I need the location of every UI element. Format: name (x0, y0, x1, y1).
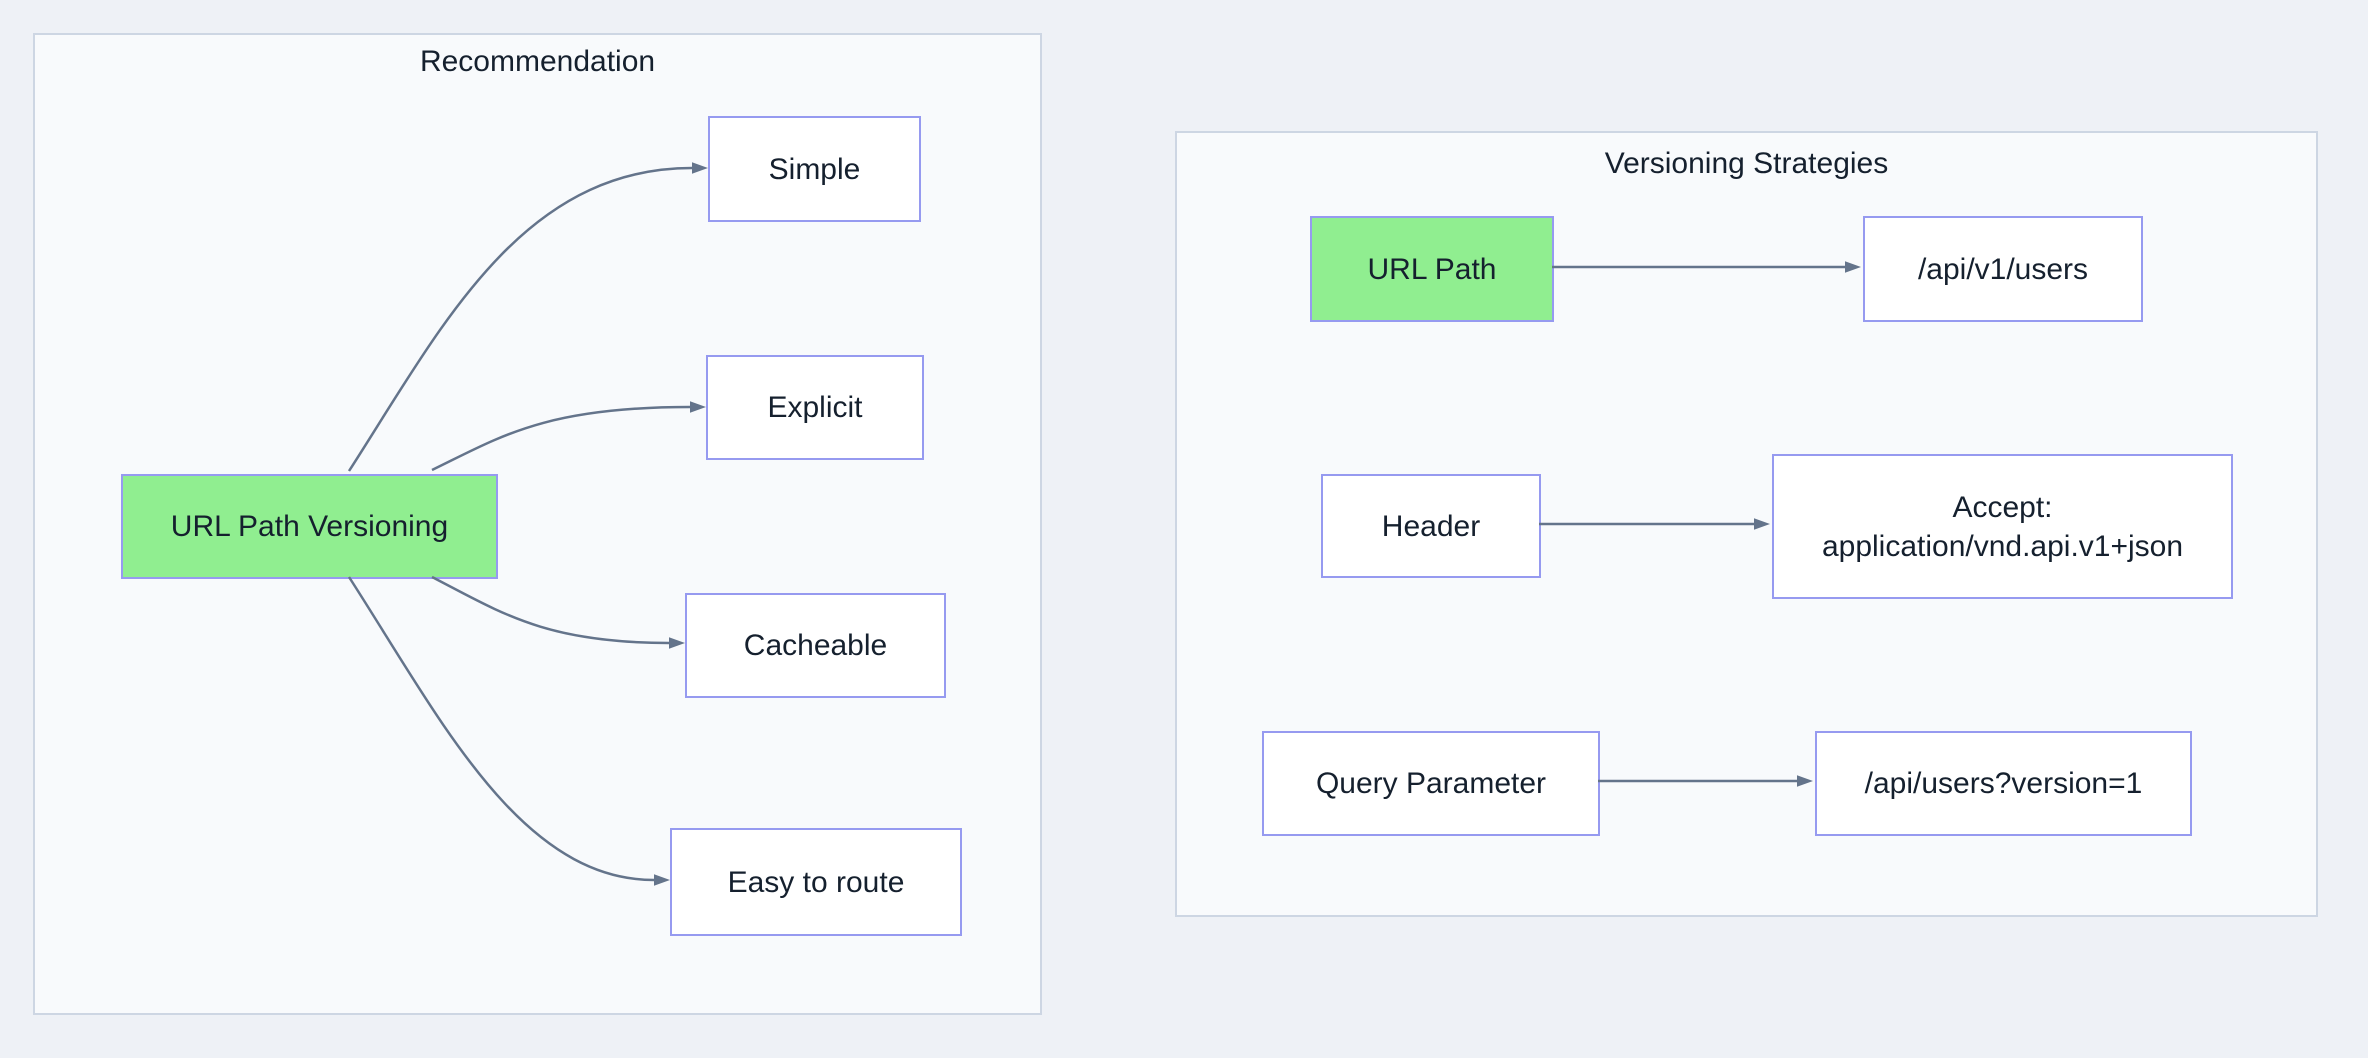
node-api-v1-users: /api/v1/users (1863, 216, 2143, 322)
node-label: Explicit (767, 391, 863, 424)
node-url-path: URL Path (1310, 216, 1554, 322)
node-label: URL Path (1367, 252, 1497, 286)
node-url-path-versioning: URL Path Versioning (121, 474, 498, 579)
node-label: /api/v1/users (1917, 252, 2089, 286)
node-label: Accept: application/vnd.api.v1+json (1821, 490, 2184, 563)
node-label: Simple (768, 152, 861, 186)
node-cacheable: Cacheable (685, 593, 946, 698)
node-label: Easy to route (727, 865, 905, 899)
group-versioning-strategies: Versioning Strategies URL Path /api/v1/u… (1175, 131, 2318, 917)
node-label: Header (1381, 509, 1481, 543)
node-simple: Simple (708, 116, 921, 222)
node-header: Header (1321, 474, 1541, 578)
node-accept-header-example: Accept: application/vnd.api.v1+json (1772, 454, 2233, 599)
node-label: Cacheable (743, 629, 888, 662)
group-versioning-strategies-title: Versioning Strategies (1604, 147, 1889, 180)
node-label: /api/users?version=1 (1864, 767, 2143, 800)
node-explicit: Explicit (706, 355, 924, 460)
node-query-parameter: Query Parameter (1262, 731, 1600, 836)
node-easy-to-route: Easy to route (670, 828, 962, 936)
node-label: Query Parameter (1315, 767, 1547, 800)
node-label: URL Path Versioning (170, 510, 449, 543)
group-recommendation-title: Recommendation (419, 45, 656, 78)
group-recommendation: Recommendation URL Path Versioning Simpl… (33, 33, 1042, 1015)
node-api-users-version: /api/users?version=1 (1815, 731, 2192, 836)
